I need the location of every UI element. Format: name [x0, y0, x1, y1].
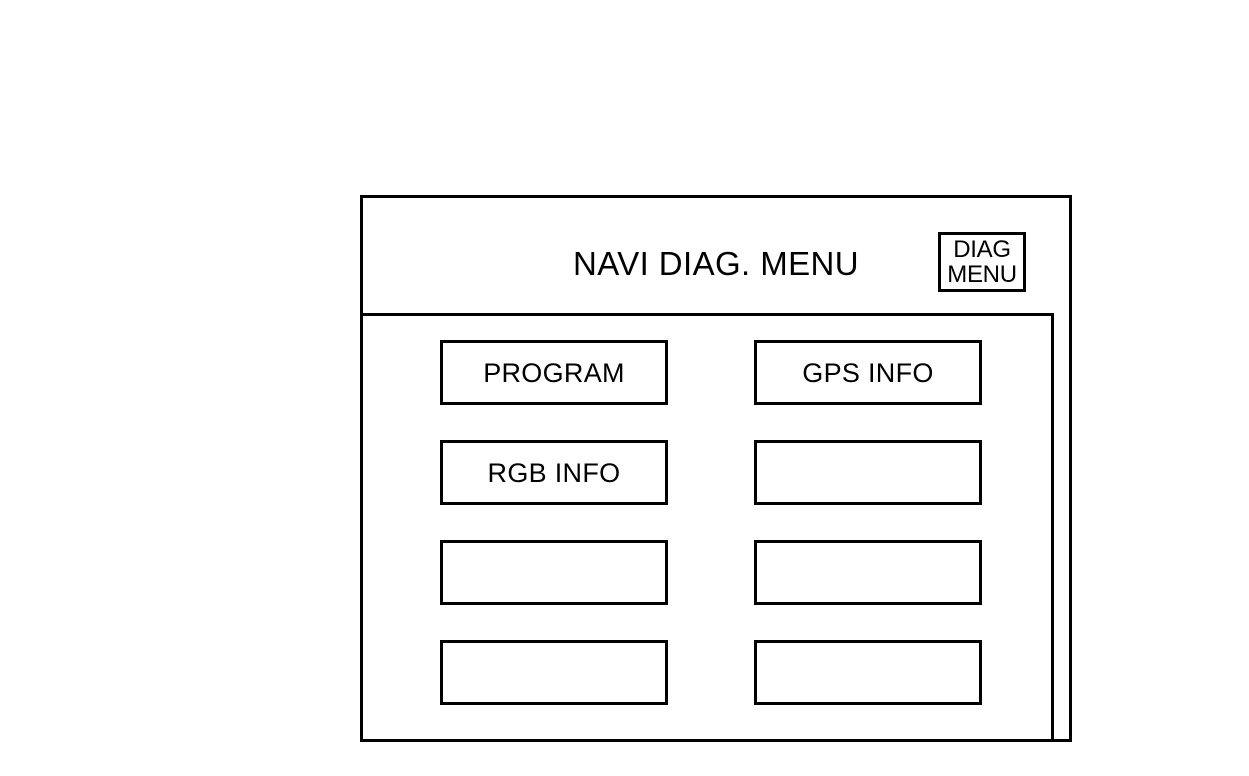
diag-menu-badge-line-2: MENU: [947, 261, 1017, 288]
navi-device-frame: NAVI DIAG. MENU DIAG MENU PROGRAM GPS IN…: [360, 195, 1072, 742]
menu-button-rgb-info[interactable]: RGB INFO: [440, 440, 668, 505]
menu-button-empty-r4c2[interactable]: [754, 640, 982, 705]
menu-row: RGB INFO: [440, 440, 985, 540]
menu-button-label: GPS INFO: [802, 357, 934, 388]
menu-button-label: RGB INFO: [487, 457, 621, 488]
menu-row: [440, 540, 985, 640]
menu-button-label: PROGRAM: [483, 357, 625, 388]
menu-row: PROGRAM GPS INFO: [440, 340, 985, 440]
menu-row: [440, 640, 985, 740]
menu-button-program[interactable]: PROGRAM: [440, 340, 668, 405]
diag-menu-badge-line-1: DIAG: [953, 236, 1011, 263]
diag-menu-badge[interactable]: DIAG MENU: [938, 232, 1026, 292]
menu-panel: PROGRAM GPS INFO RGB INFO: [363, 316, 1054, 739]
screen-header: NAVI DIAG. MENU DIAG MENU: [363, 198, 1069, 313]
menu-button-empty-r2c2[interactable]: [754, 440, 982, 505]
page-title: NAVI DIAG. MENU: [573, 245, 859, 282]
menu-button-empty-r4c1[interactable]: [440, 640, 668, 705]
menu-button-empty-r3c1[interactable]: [440, 540, 668, 605]
menu-button-empty-r3c2[interactable]: [754, 540, 982, 605]
menu-button-grid: PROGRAM GPS INFO RGB INFO: [440, 340, 985, 740]
header-divider: [363, 313, 1054, 316]
menu-button-gps-info[interactable]: GPS INFO: [754, 340, 982, 405]
